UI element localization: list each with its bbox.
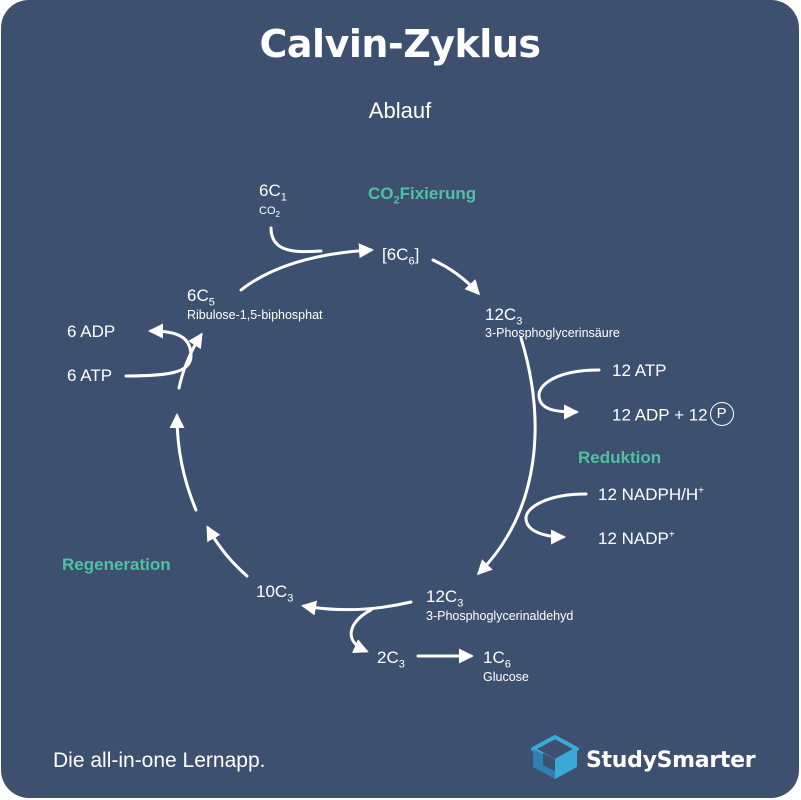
- arrow-adp-out-right: [537, 393, 579, 420]
- arrow-reduction-arc: [476, 336, 537, 576]
- pgs-name: 3-Phosphoglycerinsäure: [485, 326, 620, 340]
- rubp-name: Ribulose-1,5-biphosphat: [187, 308, 323, 322]
- arrow-pgal-to-c2: [349, 608, 373, 654]
- arrow-c10-to-mid: [206, 525, 249, 578]
- arrow-nadp-out: [524, 516, 566, 545]
- co2-node: 6C1: [259, 181, 287, 204]
- atp-in-right-label: 12 ATP: [612, 361, 667, 380]
- studysmarter-logo-icon: [531, 735, 579, 779]
- glucose-node: 1C6: [483, 648, 511, 671]
- arrow-atp-in-right: [537, 368, 601, 397]
- arrow-upper-to-rubp: [177, 332, 203, 390]
- footer-tagline: Die all-in-one Lernapp.: [53, 749, 266, 772]
- rubp-node: 6C5: [187, 286, 215, 309]
- c10-node: 10C3: [256, 582, 294, 605]
- phase-reduction-label: Reduktion: [578, 448, 662, 467]
- c6-intermediate-node: [6C6]: [382, 245, 420, 268]
- c2-node: 2C3: [377, 648, 405, 671]
- nadph-in-label: 12 NADPH/H+: [598, 485, 704, 504]
- phase-regeneration-label: Regeneration: [62, 555, 171, 574]
- arrow-adp-out-left: [148, 323, 193, 358]
- phase-fixation-label: CO2Fixierung: [368, 184, 477, 207]
- atp-in-left-label: 6 ATP: [67, 366, 113, 385]
- pgal-node: 12C3: [426, 587, 464, 610]
- arrow-pgal-to-c10: [301, 600, 413, 616]
- adp-out-left-label: 6 ADP: [67, 322, 116, 341]
- pgs-node: 12C3: [485, 305, 523, 328]
- page-title: Calvin-Zyklus: [259, 22, 541, 66]
- arrow-nadph-in: [524, 492, 588, 520]
- phosphate-circle-icon: P: [709, 402, 734, 426]
- arrow-co2-in: [269, 226, 323, 254]
- arrow-atp-in-left: [124, 354, 193, 378]
- arrow-c6-to-pgs: [431, 258, 481, 296]
- arrow-mid-to-upper: [169, 413, 198, 512]
- co2-name: CO2: [259, 205, 280, 220]
- glucose-name: Glucose: [483, 670, 529, 684]
- brand-name: StudySmarter: [586, 748, 756, 773]
- arrow-rubp-to-c6: [239, 243, 374, 292]
- page-subtitle: Ablauf: [368, 98, 432, 123]
- pgal-name: 3-Phosphoglycerinaldehyd: [426, 609, 574, 623]
- nadp-out-label: 12 NADP+: [598, 529, 675, 548]
